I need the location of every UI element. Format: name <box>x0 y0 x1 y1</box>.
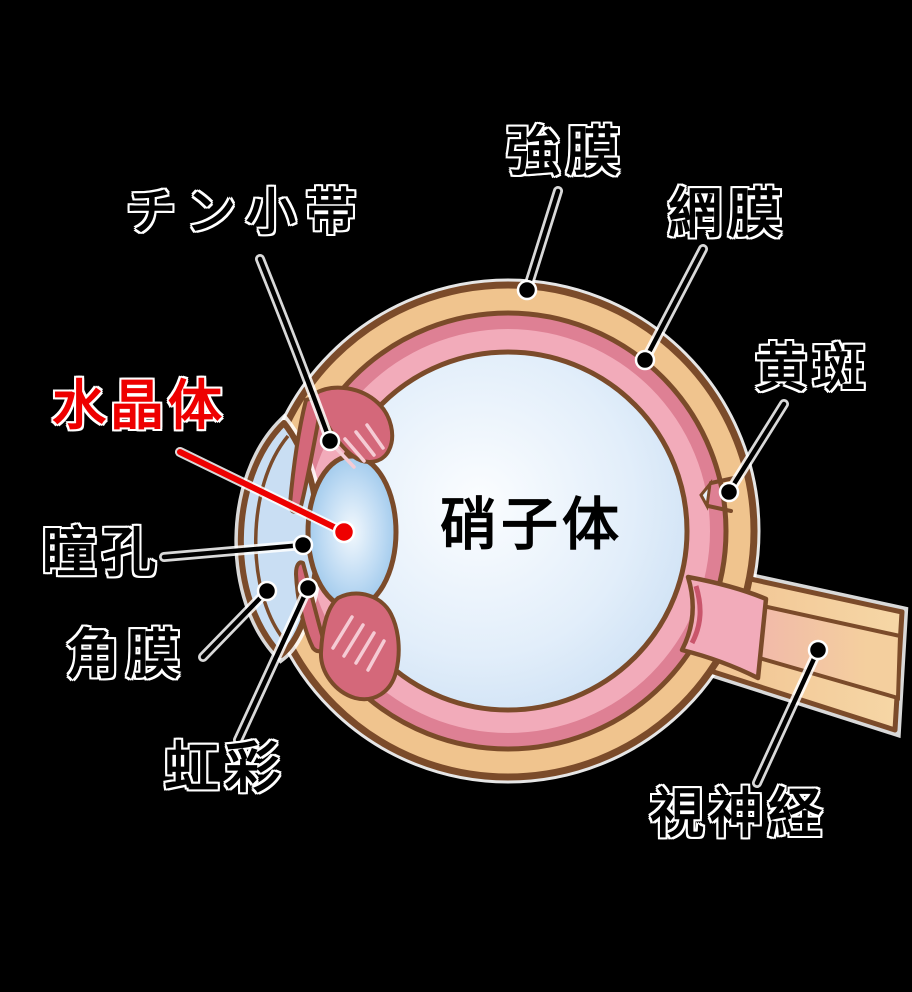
dot-zonule <box>319 430 341 452</box>
dot-pupil <box>292 534 314 556</box>
dot-retina <box>634 349 656 371</box>
leader-sclera <box>524 188 561 293</box>
dot-lens-red <box>332 520 356 544</box>
leader-retina <box>642 246 706 363</box>
leader-lens-red <box>177 449 347 535</box>
dot-sclera <box>516 279 538 301</box>
label-optic-nerve: 視神経 <box>650 782 827 845</box>
macula-notch <box>699 476 736 513</box>
dot-cornea <box>256 580 278 602</box>
leader-dots <box>256 279 829 661</box>
label-vitreous: 硝子体 <box>440 492 623 558</box>
iris-ciliary-lower <box>294 560 401 702</box>
label-pupil: 瞳孔 <box>42 521 162 584</box>
label-lens: 水晶体 <box>52 374 226 437</box>
zonule-fibers-upper <box>332 423 385 469</box>
macula-fovea-pit <box>699 478 713 511</box>
optic-disc-funnel <box>679 574 769 681</box>
eyeball <box>258 281 758 781</box>
zonule-fibers-lower <box>331 615 386 672</box>
dot-macula <box>718 481 740 503</box>
leader-macula <box>726 401 787 495</box>
leader-cornea <box>200 588 270 660</box>
leader-iris <box>235 585 311 743</box>
leader-zonule <box>257 256 333 444</box>
cornea-inner-line <box>254 434 290 643</box>
dot-optic-nerve <box>807 639 829 661</box>
ciliary-body-lower <box>318 591 401 702</box>
label-retina: 網膜 <box>668 182 788 245</box>
label-sclera: 強膜 <box>506 120 626 183</box>
iris-ciliary-upper <box>288 385 395 514</box>
leader-pupil <box>161 542 306 560</box>
label-cornea: 角膜 <box>66 623 186 686</box>
label-zonule: チン小帯 <box>126 183 366 241</box>
label-macula: 黄斑 <box>755 339 872 399</box>
leader-lines <box>159 186 829 788</box>
label-iris: 虹彩 <box>164 736 287 800</box>
leader-optic-nerve <box>754 647 821 786</box>
dot-iris <box>297 577 319 599</box>
